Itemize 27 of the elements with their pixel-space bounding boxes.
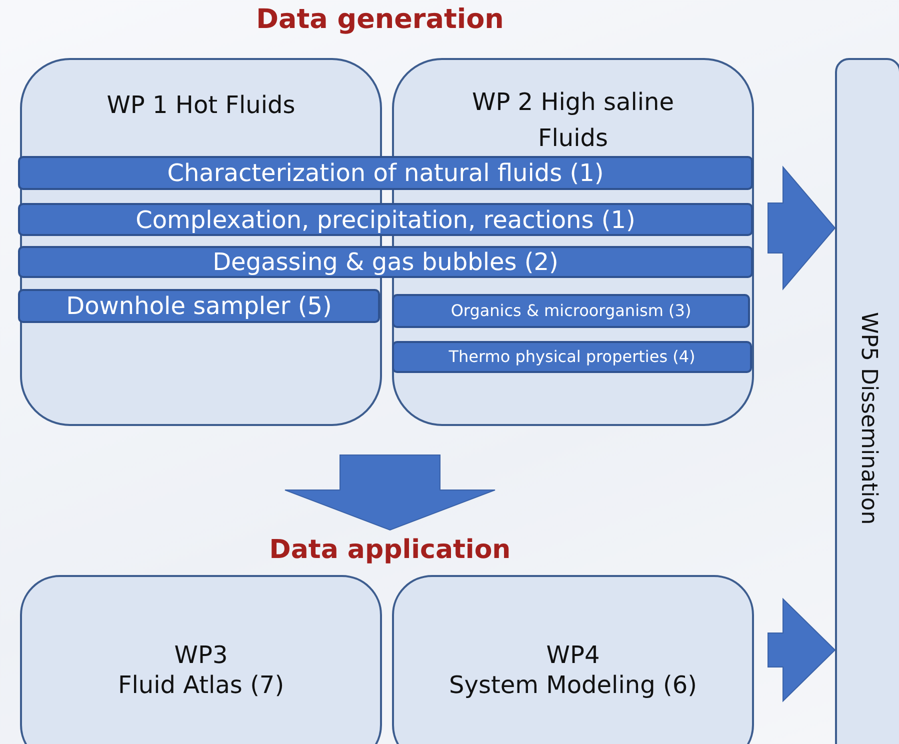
panel-label: WP5 Dissemination: [854, 312, 882, 524]
topic-bar: [18, 156, 753, 190]
section-heading: Data generation: [255, 4, 505, 35]
bar-label: Thermo physical properties (4): [448, 347, 696, 367]
topic-bar: [18, 246, 753, 278]
block-arrow: [768, 598, 836, 702]
panel-label: System Modeling (6): [449, 670, 697, 700]
block-arrow: [768, 166, 836, 290]
bar-label: Complexation, precipitation, reactions (1): [136, 204, 636, 234]
topic-bar: [392, 294, 750, 328]
panel-label: WP3: [174, 640, 228, 670]
panel-label: Fluid Atlas (7): [118, 670, 284, 700]
bar-label: Downhole sampler (5): [66, 291, 332, 321]
panel-label: WP4: [546, 640, 600, 670]
panel-heading: WP 2 High saline Fluids: [470, 87, 676, 154]
section-heading: Data application: [269, 534, 511, 566]
bar-label: Characterization of natural fluids (1): [167, 158, 604, 188]
block-arrow: [284, 454, 496, 531]
topic-bar: [18, 289, 380, 323]
side-panel: [835, 58, 899, 744]
rounded-panel: [392, 575, 754, 744]
topic-bar: [392, 341, 752, 373]
bar-label: Organics & microorganism (3): [450, 301, 692, 321]
panel-heading: WP 1 Hot Fluids: [106, 90, 296, 120]
bar-label: Degassing & gas bubbles (2): [212, 247, 558, 277]
rounded-panel: [20, 575, 382, 744]
topic-bar: [18, 203, 753, 236]
